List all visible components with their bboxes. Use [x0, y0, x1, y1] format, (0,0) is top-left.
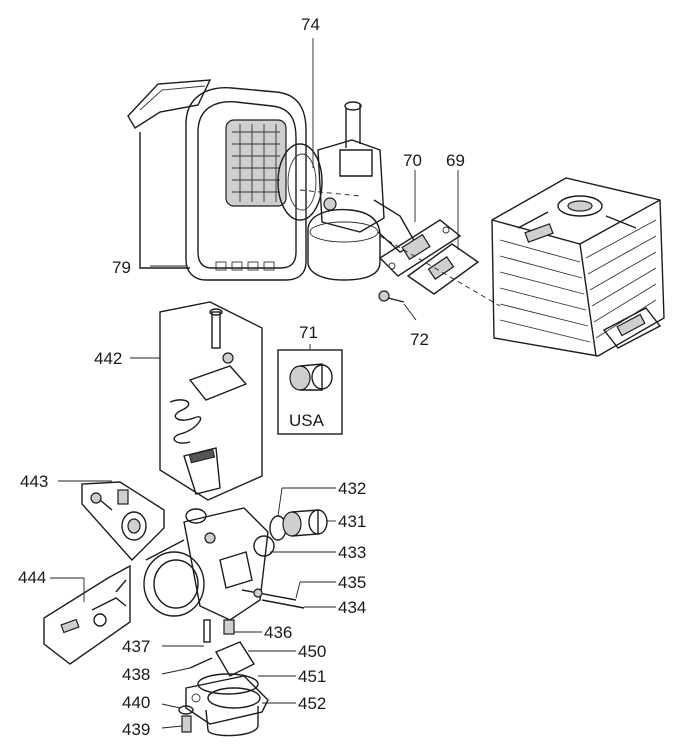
lever-438 — [161, 657, 213, 675]
callout-440: 440 — [122, 693, 150, 712]
callout-432: 432 — [338, 479, 366, 498]
cylinder — [491, 177, 665, 357]
needle-434 — [261, 599, 336, 609]
callout-450: 450 — [298, 642, 326, 661]
callout-439: 439 — [122, 720, 150, 739]
seal-432 — [269, 487, 336, 541]
carburetor-assembly — [277, 38, 417, 281]
screw-72 — [378, 290, 417, 321]
callout-433: 433 — [338, 543, 366, 562]
bushing-431 — [282, 509, 336, 537]
callout-438: 438 — [122, 665, 150, 684]
callout-444: 444 — [18, 568, 46, 587]
callout-labels: 74 70 69 79 72 71 USA 442 443 432 431 43… — [18, 15, 465, 739]
part-444-box — [43, 564, 131, 665]
callout-437: 437 — [122, 637, 150, 656]
callout-74: 74 — [301, 15, 320, 34]
callout-451: 451 — [298, 667, 326, 686]
insulator-69 — [406, 170, 480, 295]
callout-434: 434 — [338, 598, 366, 617]
callout-70: 70 — [403, 151, 422, 170]
gasket-70 — [378, 170, 462, 277]
gasket-451 — [197, 673, 296, 695]
needle-435 — [241, 581, 336, 601]
callout-443: 443 — [20, 472, 48, 491]
repair-kit-442 — [130, 301, 263, 501]
callout-436: 436 — [264, 623, 292, 642]
callout-72: 72 — [410, 330, 429, 349]
callout-442: 442 — [94, 349, 122, 368]
spacer-71-box — [277, 344, 343, 435]
pin-437 — [162, 619, 211, 647]
callout-431: 431 — [338, 512, 366, 531]
washer-440 — [161, 703, 194, 715]
callout-435: 435 — [338, 573, 366, 592]
float-450 — [214, 641, 296, 677]
screw-436 — [223, 619, 262, 635]
air-filter-housing — [127, 79, 307, 281]
part-443-box — [58, 480, 165, 562]
carburetor-body — [143, 507, 336, 621]
bolt-439 — [161, 715, 192, 733]
float-bowl-452 — [185, 675, 296, 737]
box-71-region-label: USA — [289, 411, 325, 430]
callout-69: 69 — [446, 151, 465, 170]
callout-452: 452 — [298, 694, 326, 713]
callout-79: 79 — [112, 258, 131, 277]
callout-71: 71 — [299, 323, 318, 342]
